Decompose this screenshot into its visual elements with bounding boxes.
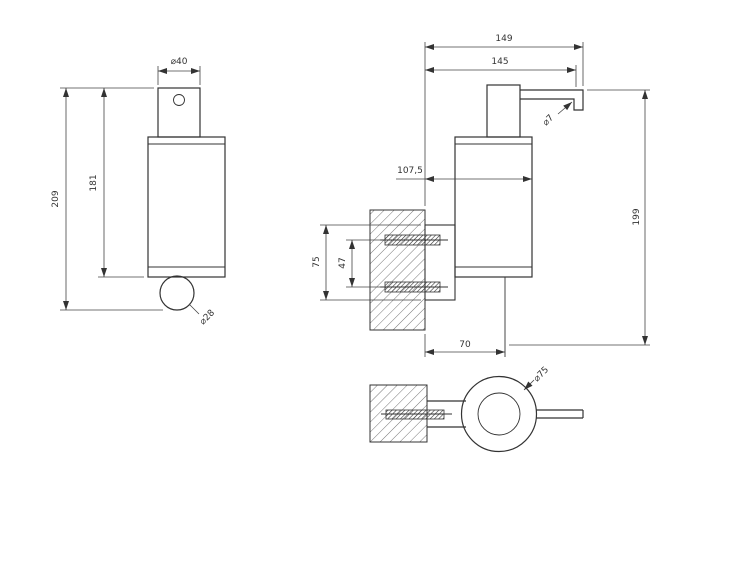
dimension-hole-spacing: 47 <box>338 239 381 288</box>
dim-label-body-height: 181 <box>89 174 99 191</box>
dimension-wall-to-front: 107,5 <box>396 166 532 182</box>
dim-label-ball-diameter: ⌀28 <box>198 308 217 327</box>
side-view-geometry <box>369 84 584 357</box>
top-view-geometry <box>369 375 584 453</box>
dim-label-pump-diameter: ⌀40 <box>171 57 188 67</box>
pump-hole-front <box>173 94 185 106</box>
dimension-height-side: 199 <box>509 89 650 346</box>
body-circle-top <box>460 375 538 453</box>
pump-head-front <box>157 87 201 138</box>
dim-label-plate-height: 75 <box>312 256 322 267</box>
bottle-body-front <box>147 136 226 278</box>
dimension-spout-reach: 145 <box>425 57 577 87</box>
dim-label-body-diameter-top: ⌀75 <box>532 365 551 384</box>
dim-label-spout-reach: 145 <box>491 57 508 67</box>
front-view-geometry <box>147 87 226 311</box>
dim-label-overall-height: 209 <box>51 190 61 207</box>
side-view: 149 145 ⌀7 107,5 199 75 <box>312 34 650 357</box>
dim-label-spout-diameter: ⌀7 <box>541 113 556 128</box>
dim-label-hole-spacing: 47 <box>338 257 348 268</box>
dimension-spout-diameter: ⌀7 <box>541 101 573 128</box>
dim-label-total-depth: 149 <box>495 34 512 44</box>
pump-head-side <box>486 84 521 138</box>
dimension-body-diameter-top: ⌀75 <box>523 365 551 391</box>
bottle-body-side <box>454 136 533 278</box>
spout-side <box>520 89 584 111</box>
dim-label-wall-to-front: 107,5 <box>397 166 423 176</box>
dimension-pump-diameter: ⌀40 <box>157 57 201 85</box>
dimension-overall-height: 209 <box>51 87 163 311</box>
dimension-ball-diameter: ⌀28 <box>188 303 217 327</box>
pump-circle-top <box>477 392 521 436</box>
dim-label-wall-to-axis: 70 <box>459 340 471 350</box>
mounting-screw-top-view <box>385 409 445 420</box>
front-view: ⌀40 209 181 ⌀28 <box>51 57 226 327</box>
wall-section-side <box>369 209 426 331</box>
top-view: ⌀75 <box>369 365 584 453</box>
dimension-plate-height: 75 <box>312 224 421 301</box>
ball-joint-front <box>159 275 195 311</box>
dimension-body-height: 181 <box>89 88 144 278</box>
dimension-wall-to-axis: 70 <box>424 334 505 357</box>
dim-label-height-side: 199 <box>632 208 642 225</box>
